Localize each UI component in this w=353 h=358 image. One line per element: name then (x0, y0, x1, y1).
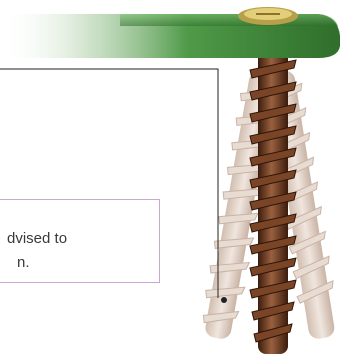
callout-box: dvised to n. (0, 199, 160, 283)
callout-text-line-2: n. (17, 254, 30, 271)
callout-text-line-1: dvised to (7, 230, 67, 247)
screw-head (238, 7, 298, 25)
